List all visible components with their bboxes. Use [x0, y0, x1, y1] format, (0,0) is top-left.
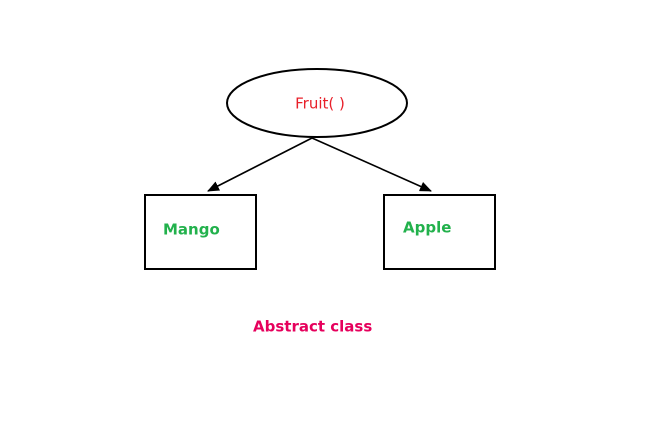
child-node-apple-label: Apple — [403, 219, 451, 237]
root-node-label: Fruit( ) — [295, 95, 345, 113]
arrow-to-apple — [311, 137, 432, 192]
diagram-caption: Abstract class — [253, 318, 372, 336]
child-node-mango-label: Mango — [163, 221, 220, 239]
child-node-apple-box — [383, 194, 496, 270]
arrow-to-mango — [207, 137, 313, 192]
child-node-mango-box — [144, 194, 257, 270]
root-node-ellipse — [226, 68, 408, 138]
